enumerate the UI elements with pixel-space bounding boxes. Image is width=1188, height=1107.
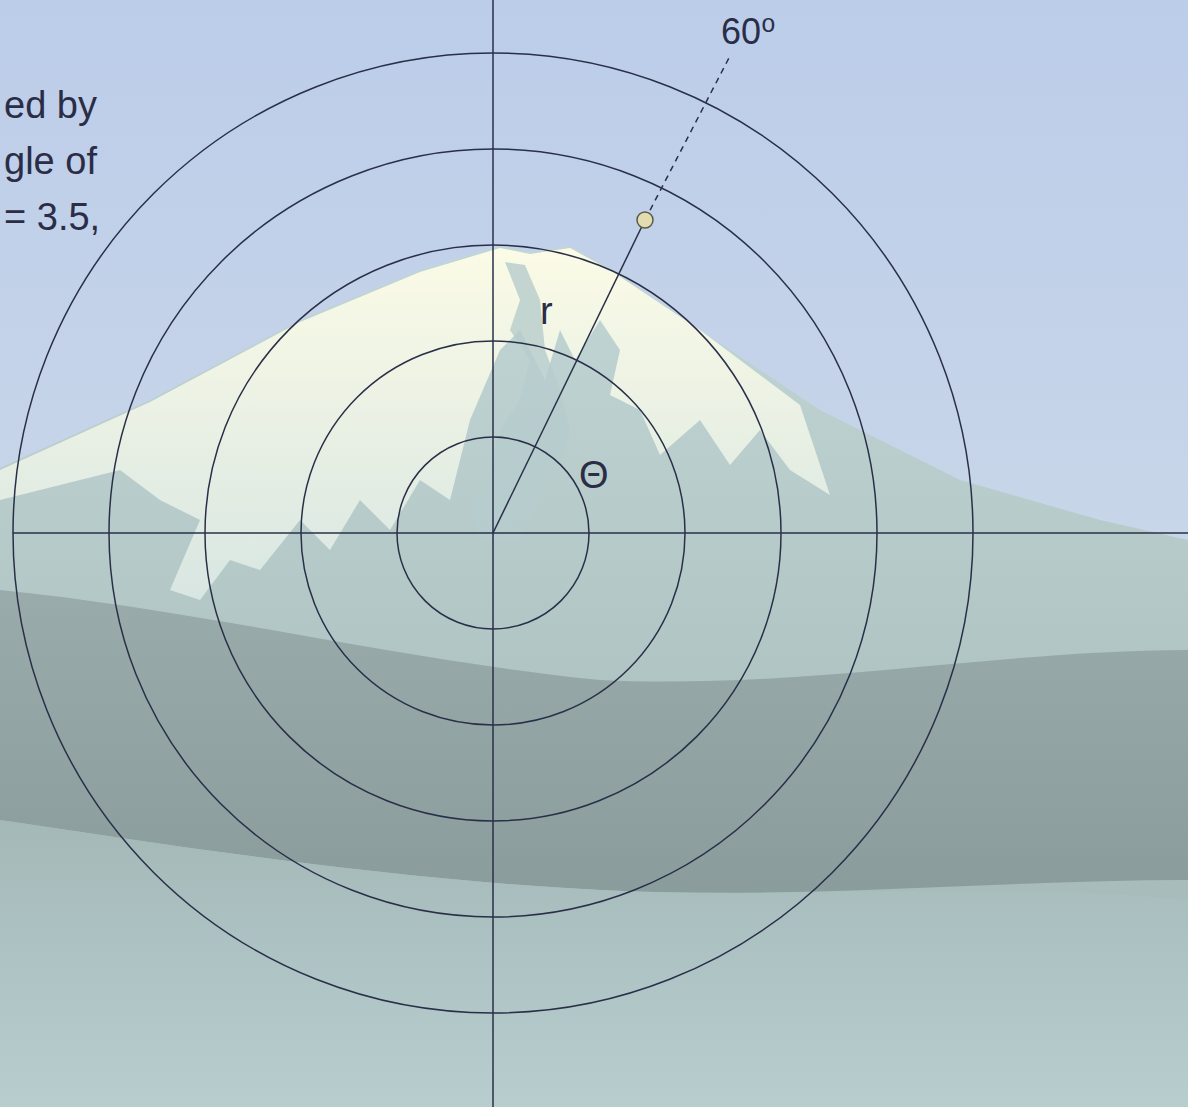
note-fragment: gle of: [4, 142, 97, 180]
note-fragment: ed by: [4, 86, 97, 124]
foreground: [0, 820, 1188, 1107]
note-fragment: = 3.5,: [4, 198, 100, 236]
radius-label: r: [540, 292, 553, 330]
snow-shadow: [470, 262, 570, 540]
polar-grid: [13, 0, 1188, 1107]
radius-line: [493, 220, 645, 533]
horizontal-axis: [13, 532, 1188, 534]
angle-label: 60⁰: [721, 14, 775, 50]
angle-ray: [645, 54, 731, 220]
mountain: [0, 246, 1188, 1107]
vertical-axis: [492, 0, 494, 1107]
polar-point: [637, 212, 653, 228]
theta-label: Θ: [579, 456, 609, 494]
